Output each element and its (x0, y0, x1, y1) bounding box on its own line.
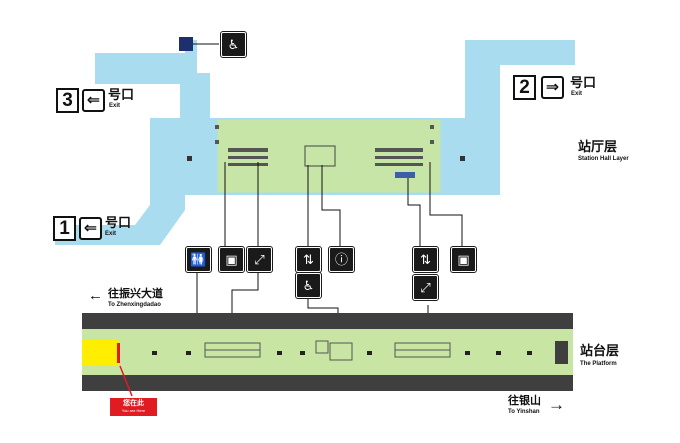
escalator-icon: ⤢ (412, 274, 439, 301)
platform-pillars (152, 351, 532, 355)
hall-label-en: Station Hall Layer (578, 156, 629, 162)
exit-3-arrow-icon: ⇐ (82, 89, 105, 112)
accessible-elevator-icon: ♿ (295, 272, 322, 299)
platform-end-block (555, 341, 568, 364)
direction-left-text-en: To Zhenxingdadao (108, 302, 161, 308)
track-top (82, 313, 573, 329)
exit-2-arrow-icon: ⇒ (541, 76, 564, 99)
ticket-machine-icon: ▣ (450, 246, 477, 273)
ticket-machine-icon: ▣ (218, 246, 245, 273)
exit-2-label: 号口 (570, 75, 597, 90)
hall-label: 站厅层 (578, 139, 618, 154)
direction-left-text: 往振兴大道 (108, 288, 163, 300)
platform-label-en: The Platform (580, 361, 617, 367)
restroom-icon: 🚻 (185, 246, 212, 273)
exit-2-label-en: Exit (571, 91, 583, 97)
hall-equipment (187, 125, 465, 178)
you-are-here-marker (82, 340, 119, 366)
right-arrow-icon: → (548, 395, 565, 414)
you-are-here-text: 您在此 (123, 400, 144, 407)
track-bottom (82, 375, 573, 391)
exit-1-arrow-icon: ⇐ (79, 217, 102, 240)
exit-3-label: 号口 (108, 87, 135, 102)
escalator-icon: ⤢ (246, 246, 273, 273)
exit-3-number: 3 (56, 88, 79, 113)
you-are-here-text-en: You are Here (121, 408, 146, 413)
stairs-icon: ⇅ (412, 246, 439, 273)
exit-1-label-en: Exit (105, 231, 117, 237)
service-center-icon: ⓘ (328, 246, 355, 273)
exit-1-label: 号口 (105, 215, 132, 230)
stairs-icon: ⇅ (295, 246, 322, 273)
exit2-corridor (465, 40, 575, 118)
direction-right-text-en: To Yinshan (508, 409, 540, 415)
direction-right-text: 往银山 (508, 395, 541, 407)
accessible-elevator-icon: ♿ (220, 31, 247, 58)
exit-2-number: 2 (513, 75, 536, 100)
platform-stairs (204, 340, 451, 361)
platform-label: 站台层 (580, 343, 620, 358)
exit-1-number: 1 (53, 216, 76, 241)
elevator-marker (179, 37, 193, 51)
exit-3-label-en: Exit (109, 103, 121, 109)
left-arrow-icon: ← (88, 287, 103, 304)
you-are-here-badge: 您在此 You are Here (110, 398, 157, 416)
exit3-corridor (95, 40, 210, 118)
